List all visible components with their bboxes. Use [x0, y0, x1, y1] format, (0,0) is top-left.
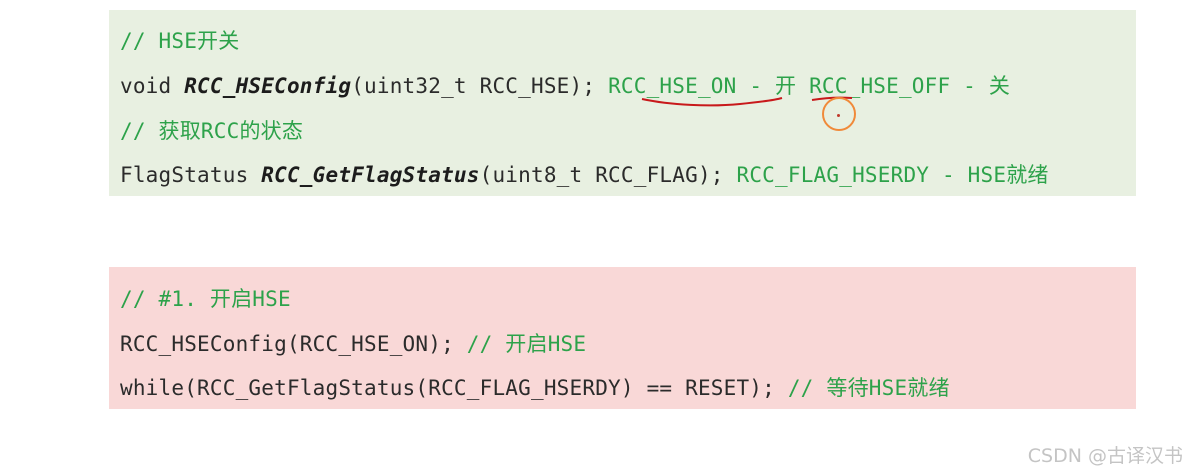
getflagstatus-declaration: FlagStatus RCC_GetFlagStatus(uint8_t RCC… [120, 160, 1049, 190]
return-type: FlagStatus [120, 163, 262, 187]
hse-options-note: RCC_HSE_ON - 开 RCC_HSE_OFF - 关 [608, 74, 1011, 98]
function-args: (uint32_t RCC_HSE); [351, 74, 609, 98]
return-type: void [120, 74, 185, 98]
hse-api-code-block: // HSE开关 void RCC_HSEConfig(uint32_t RCC… [109, 10, 1136, 196]
code-text: while(RCC_GetFlagStatus(RCC_FLAG_HSERDY)… [120, 376, 788, 400]
csdn-watermark: CSDN @古译汉书 [1027, 445, 1183, 467]
hserdy-flag-note: RCC_FLAG_HSERDY - HSE就绪 [736, 163, 1049, 187]
hseconfig-declaration: void RCC_HSEConfig(uint32_t RCC_HSE); RC… [120, 71, 1010, 101]
wait-hserdy-loop: while(RCC_GetFlagStatus(RCC_FLAG_HSERDY)… [120, 373, 950, 403]
comment-wait-hse-ready: // 等待HSE就绪 [787, 376, 950, 400]
hseconfig-call: RCC_HSEConfig(RCC_HSE_ON); // 开启HSE [120, 329, 586, 359]
code-text: RCC_HSEConfig(RCC_HSE_ON); [120, 332, 467, 356]
mouse-pointer-dot [837, 114, 840, 117]
mouse-pointer-highlight [822, 97, 856, 131]
hse-enable-code-block: // #1. 开启HSE RCC_HSEConfig(RCC_HSE_ON); … [109, 267, 1136, 409]
comment-hse-switch: // HSE开关 [120, 29, 240, 53]
comment-step1-enable-hse: // #1. 开启HSE [120, 287, 291, 311]
red-underline-hse-on [641, 97, 783, 107]
function-name-hseconfig: RCC_HSEConfig [184, 74, 352, 98]
function-args: (uint8_t RCC_FLAG); [479, 163, 737, 187]
comment-get-rcc-status: // 获取RCC的状态 [120, 119, 304, 143]
function-name-getflagstatus: RCC_GetFlagStatus [261, 163, 480, 187]
comment-enable-hse: // 开启HSE [466, 332, 587, 356]
